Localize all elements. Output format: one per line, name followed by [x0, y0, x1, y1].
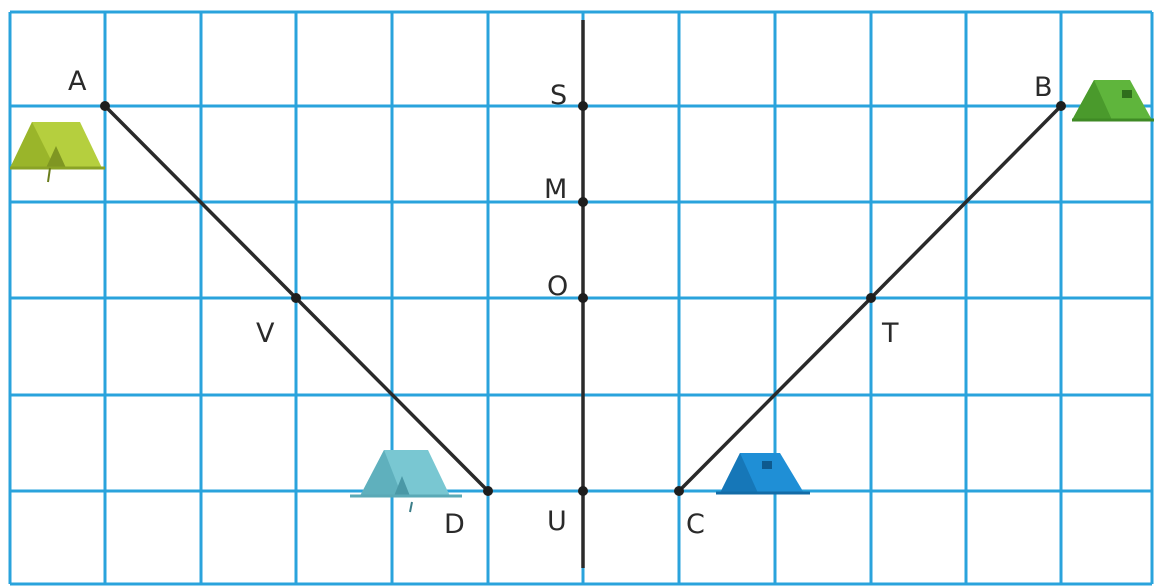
point-S — [578, 101, 588, 111]
label-A: A — [68, 66, 87, 97]
point-C — [674, 486, 684, 496]
segment-BT — [869, 104, 1063, 300]
tent-icon — [10, 122, 105, 183]
point-T — [866, 293, 876, 303]
point-V — [291, 293, 301, 303]
point-B — [1056, 101, 1066, 111]
tent-icon — [716, 453, 810, 495]
point-M — [578, 197, 588, 207]
label-U: U — [547, 506, 567, 537]
point-D — [483, 486, 493, 496]
tent-icon — [350, 450, 462, 513]
label-T: T — [881, 318, 899, 349]
point-A — [100, 101, 110, 111]
segment-AV — [103, 104, 298, 300]
label-M: M — [544, 174, 567, 205]
label-O: O — [547, 271, 568, 302]
segment-VD — [294, 296, 490, 493]
label-C: C — [686, 509, 705, 540]
point-O — [578, 293, 588, 303]
label-V: V — [256, 318, 275, 349]
label-B: B — [1034, 72, 1053, 103]
point-U — [578, 486, 588, 496]
tent-icon — [1072, 80, 1154, 122]
label-S: S — [550, 80, 567, 111]
label-D: D — [444, 509, 465, 540]
segment-TC — [677, 296, 873, 493]
